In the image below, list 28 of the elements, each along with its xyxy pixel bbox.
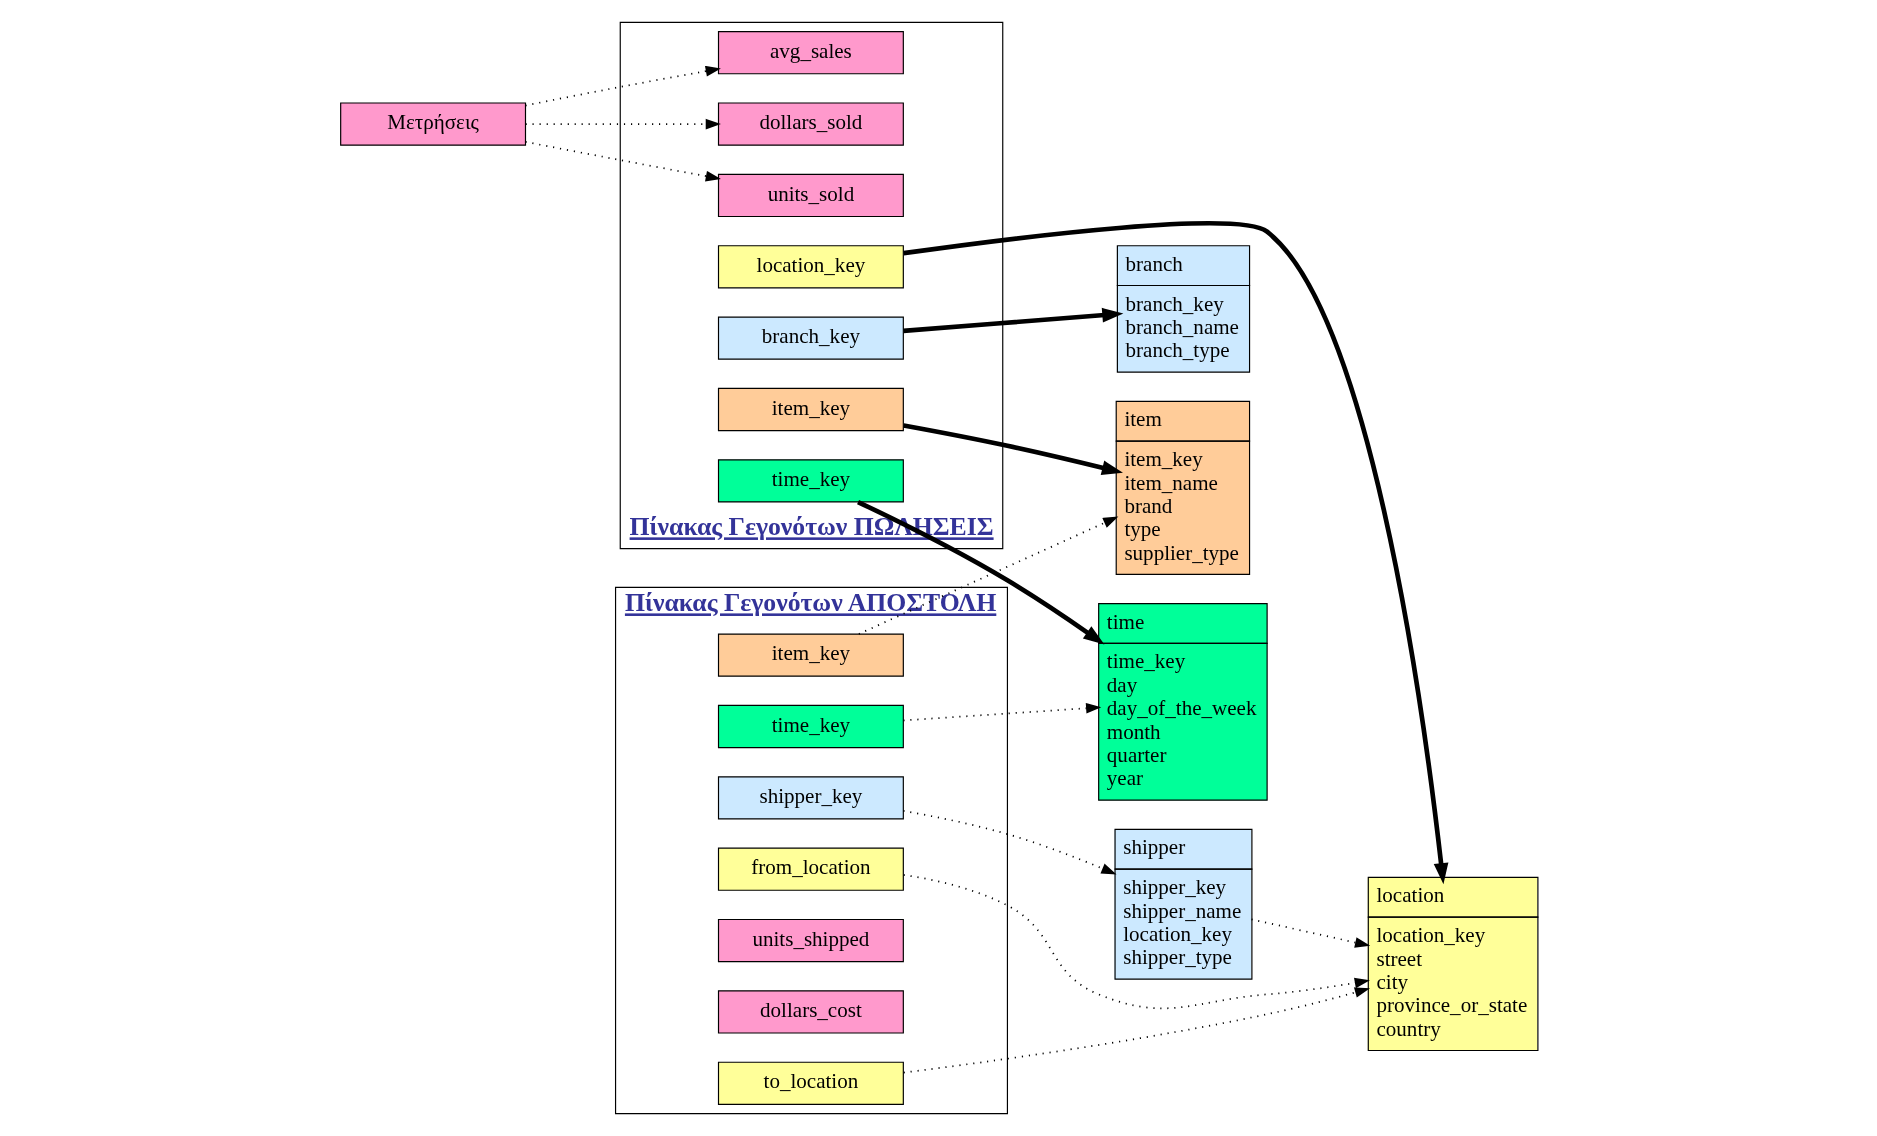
node-box: dollars_sold [717,102,904,146]
arrow [857,516,1118,635]
node-box: time_key [717,704,904,749]
arrow [902,987,1370,1074]
arrow [902,702,1101,722]
node-box: item_key [717,387,904,432]
node-box: to_location [717,1061,904,1105]
node-box: Μετρήσεις [339,102,526,146]
arrow [524,118,721,130]
arrow [902,874,1370,1010]
arrow [524,65,721,107]
arrow [524,141,721,182]
arrow [902,423,1123,475]
arrow [1250,918,1370,948]
arrow [902,810,1117,875]
node-box: units_sold [717,173,904,218]
arrow [856,499,1104,645]
node-box: shipper_key [717,776,904,820]
node-box: from_location [717,847,904,891]
node-box: avg_sales [717,31,904,75]
node-box: item_key [717,633,904,677]
node-box: dollars_cost [717,990,904,1034]
node-box: units_shipped [717,918,904,963]
arrow [902,221,1448,885]
node-box: branch_key [717,316,904,360]
arrow [902,307,1123,334]
node-box: time_key [717,459,904,503]
node-box: location_key [717,245,904,289]
